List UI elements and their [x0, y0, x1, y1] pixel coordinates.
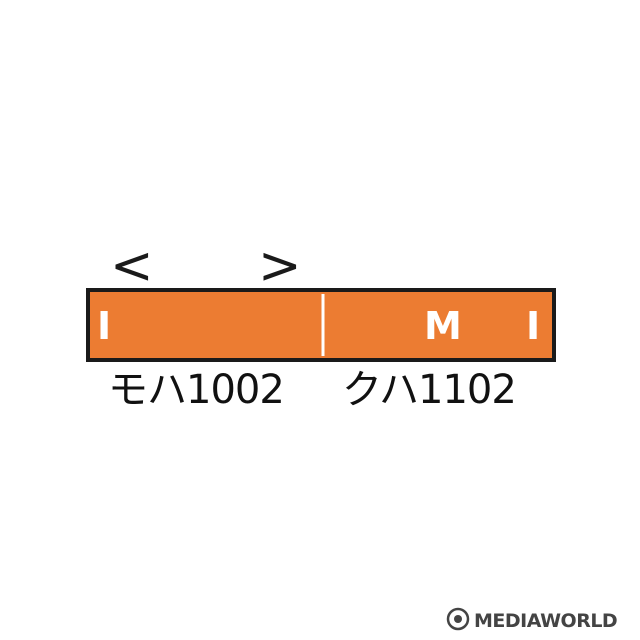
- watermark-text: MEDIAWORLD: [474, 610, 618, 632]
- car2-mark-m: M: [424, 304, 462, 348]
- direction-right-chevron: >: [258, 236, 302, 296]
- car1-mark-i: I: [97, 304, 112, 348]
- watermark: MEDIAWORLD: [446, 606, 618, 636]
- car2-name: クハ1102: [342, 367, 517, 413]
- medaworld-logo-icon: [446, 607, 470, 636]
- direction-left-chevron: <: [110, 236, 154, 296]
- car-body: [86, 288, 556, 362]
- car1-name: モハ1002: [108, 367, 285, 413]
- car2-mark-i: I: [526, 304, 541, 348]
